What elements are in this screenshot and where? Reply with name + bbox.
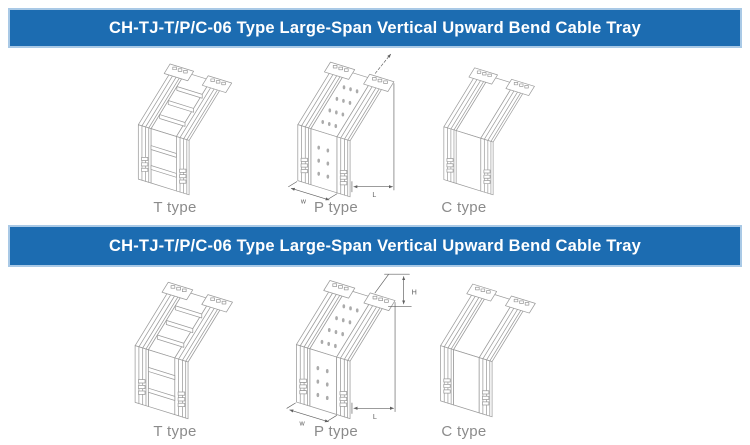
- p-type-tray-illustration: Lw: [288, 53, 395, 204]
- t-type-label-1: T type: [153, 199, 197, 216]
- t-type-label-2: T type: [153, 423, 197, 440]
- c-type-tray-illustration: [440, 283, 536, 418]
- p-type-tray-illustration: Lw H: [286, 273, 417, 426]
- c-type-label-2: C type: [441, 423, 487, 440]
- section-1-title-banner: CH-TJ-T/P/C-06 Type Large-Span Vertical …: [8, 8, 742, 48]
- c-type-tray-illustration: [443, 67, 535, 196]
- section-2-title: CH-TJ-T/P/C-06 Type Large-Span Vertical …: [109, 236, 641, 255]
- dimension-label-height: H: [412, 288, 417, 296]
- p-type-label-1: P type: [313, 199, 359, 216]
- section-2-title-banner: CH-TJ-T/P/C-06 Type Large-Span Vertical …: [8, 225, 742, 267]
- p-type-label-2: P type: [313, 423, 359, 440]
- dimension-label-width: w: [300, 199, 307, 204]
- dimension-label-length: L: [373, 413, 377, 421]
- dimension-label-length: L: [372, 192, 376, 199]
- dimension-label-width: w: [299, 420, 306, 426]
- c-type-label-1: C type: [441, 199, 487, 216]
- c-type-drawing-1: [428, 56, 560, 202]
- c-type-drawing-2: [424, 272, 562, 424]
- t-type-drawing-1: [122, 52, 258, 202]
- t-type-drawing-2: [118, 270, 260, 426]
- section-1-title: CH-TJ-T/P/C-06 Type Large-Span Vertical …: [109, 18, 641, 37]
- t-type-tray-illustration: [134, 281, 233, 420]
- t-type-tray-illustration: [137, 63, 233, 196]
